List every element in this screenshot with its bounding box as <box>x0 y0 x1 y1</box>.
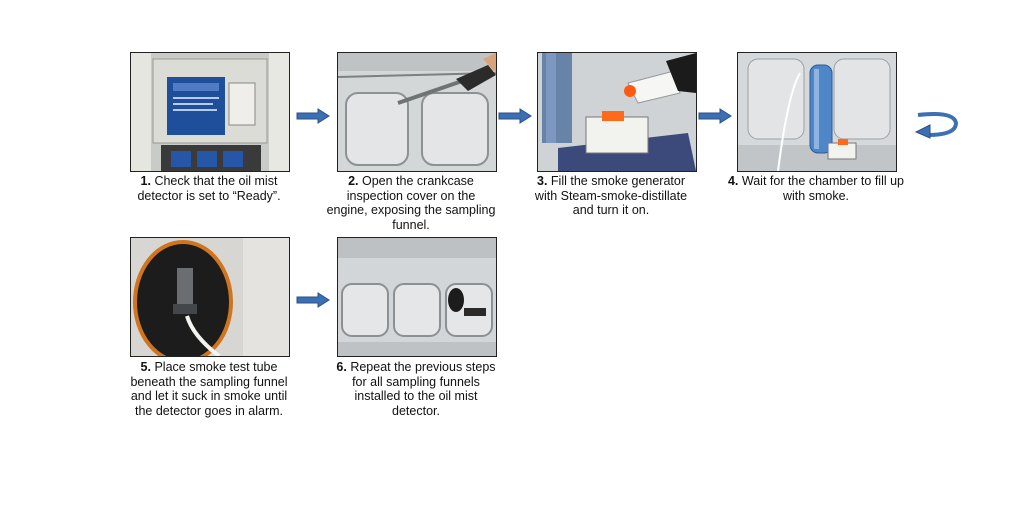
right-arrow-icon <box>296 108 330 124</box>
loop-arrow-icon <box>908 109 960 139</box>
step-text: Check that the oil mist detector is set … <box>137 174 281 203</box>
step-text: Repeat the previous steps for all sampli… <box>346 360 496 418</box>
step-text: Fill the smoke generator with Steam-smok… <box>534 174 688 217</box>
step-5-caption: 5. Place smoke test tube beneath the sam… <box>124 360 294 418</box>
step-number: 5. <box>140 360 151 374</box>
step-4-photo <box>737 52 897 172</box>
step-2-caption: 2. Open the crankcase inspection cover o… <box>326 174 496 232</box>
crankcase-cover-image <box>338 53 496 171</box>
step-text: Place smoke test tube beneath the sampli… <box>130 360 288 418</box>
step-number: 3. <box>537 174 548 188</box>
smoke-generator-image <box>538 53 696 171</box>
step-4-caption: 4. Wait for the chamber to fill up with … <box>726 174 906 203</box>
step-6-photo <box>337 237 497 357</box>
right-arrow-icon <box>296 292 330 308</box>
step-2-photo <box>337 52 497 172</box>
step-1-caption: 1. Check that the oil mist detector is s… <box>119 174 299 203</box>
step-5-photo <box>130 237 290 357</box>
sampling-funnel-image <box>131 238 289 356</box>
right-arrow-icon <box>698 108 732 124</box>
step-1-photo <box>130 52 290 172</box>
smoke-chamber-image <box>738 53 896 171</box>
step-3-caption: 3. Fill the smoke generator with Steam-s… <box>526 174 696 218</box>
right-arrow-icon <box>498 108 532 124</box>
step-number: 4. <box>727 174 739 188</box>
step-6-caption: 6. Repeat the previous steps for all sam… <box>331 360 501 418</box>
step-3-photo <box>537 52 697 172</box>
oil-mist-detector-image <box>131 53 289 171</box>
step-number: 2. <box>348 174 359 188</box>
step-number: 6. <box>336 360 347 374</box>
step-text: Open the crankcase inspection cover on t… <box>326 174 496 232</box>
step-text: Wait for the chamber to fill up with smo… <box>738 174 904 203</box>
engine-covers-image <box>338 238 496 356</box>
step-number: 1. <box>140 174 151 188</box>
